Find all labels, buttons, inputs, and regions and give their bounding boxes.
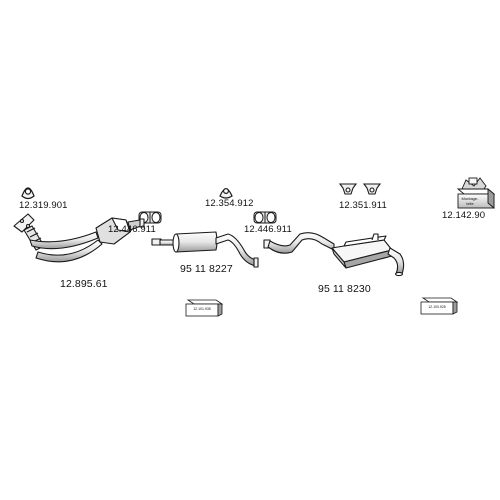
box-right-drawing <box>420 297 459 315</box>
part-label-clamp-left: 12.446.911 <box>108 224 156 235</box>
part-label-clamp-right: 12.446.911 <box>244 224 292 235</box>
front-pipe-cat-drawing <box>13 213 145 263</box>
hangers-right-drawing <box>338 183 382 195</box>
hanger-center-drawing <box>219 188 233 199</box>
middle-silencer-drawing <box>151 231 259 268</box>
box-label-left: 12.101.935 <box>193 307 211 311</box>
kit-box-text-1: Montage- <box>462 196 480 201</box>
mounting-kit-drawing <box>456 177 496 209</box>
part-label-mounting-kit: 12.142.90 <box>442 210 486 221</box>
box-left-drawing <box>185 299 224 317</box>
part-label-rear-silencer: 95 11 8230 <box>318 283 371 295</box>
part-label-hangers-right: 12.351.911 <box>339 200 387 211</box>
box-label-right: 12.100.925 <box>428 305 446 309</box>
part-label-middle-silencer: 95 11 8227 <box>180 263 233 275</box>
part-label-hanger-center: 12.354.912 <box>205 198 254 209</box>
part-label-front-pipe: 12.895.61 <box>60 278 108 290</box>
kit-box-text-2: teile <box>466 201 474 206</box>
part-label-ring-gasket: 12.319.901 <box>19 200 68 211</box>
ring-gasket-drawing <box>21 187 35 200</box>
clamp-right-drawing <box>253 211 277 224</box>
rear-silencer-drawing <box>263 232 405 277</box>
